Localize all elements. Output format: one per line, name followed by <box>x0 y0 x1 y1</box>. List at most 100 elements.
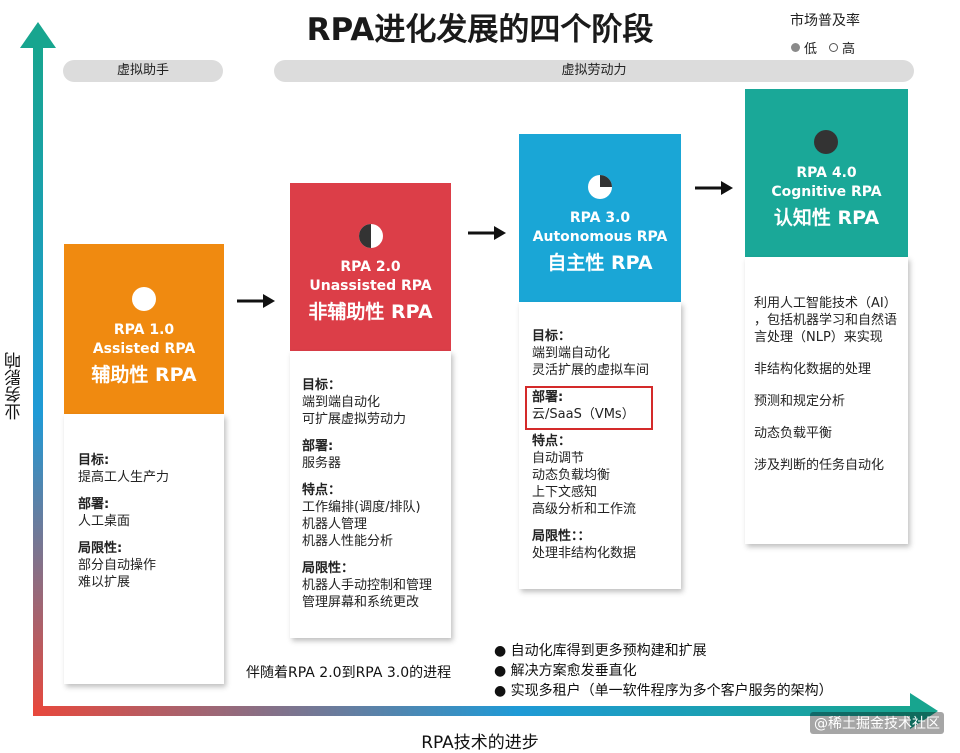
limit-section: 局限性： 机器人手动控制和管理 管理屏幕和系统更改 <box>302 560 441 611</box>
section-heading: 部署: <box>532 390 564 405</box>
x-axis-label: RPA技术的进步 <box>421 733 539 753</box>
legend-title: 市场普及率 <box>790 13 860 29</box>
stage-body: 利用人工智能技术（AI） ，包括机器学习和自然语 言处理（NLP）来实现 非结构… <box>745 257 908 544</box>
section-line: 云/SaaS（VMs） <box>532 407 635 422</box>
stage-en-name: Assisted RPA <box>92 341 196 357</box>
legend-low-dot <box>791 43 800 52</box>
section-line: 上下文感知 <box>532 485 598 500</box>
stage-cn-name: 非辅助性 RPA <box>308 301 433 323</box>
stage-version: RPA 2.0 <box>340 259 401 275</box>
section-heading: 目标： <box>302 378 342 393</box>
stage-version: RPA 1.0 <box>113 322 175 338</box>
limit-section: 局限性：： 处理非结构化数据 <box>532 528 671 562</box>
section-line: 预测和规定分析 <box>754 394 846 409</box>
section-line: 自动调节 <box>532 451 585 466</box>
goal-section: 目标： 端到端自动化 可扩展虚拟劳动力 <box>302 377 441 428</box>
legend: 低 高 <box>791 38 855 57</box>
section-heading: 目标： <box>532 329 572 344</box>
section-line: 工作编排(调度/排队) <box>302 500 421 515</box>
y-axis-arrowhead <box>20 22 56 48</box>
y-axis-label: 业务影响 <box>5 352 25 420</box>
section-line: 高级分析和工作流 <box>532 502 637 517</box>
section-line: 提高工人生产力 <box>78 470 170 485</box>
section-line: 难以扩展 <box>78 575 131 590</box>
section-line: 处理非结构化数据 <box>532 546 637 561</box>
section-line: 非结构化数据的处理 <box>754 362 872 377</box>
adoption-pie-icon <box>359 224 383 248</box>
deploy-section: 部署: 云/SaaS（VMs） <box>532 389 671 423</box>
feature-section: 特点： 自动调节 动态负载均衡 上下文感知 高级分析和工作流 <box>532 433 671 518</box>
section-line: 涉及判断的任务自动化 <box>754 458 885 473</box>
bullet-list: ● 自动化库得到更多预构建和扩展 ● 解决方案愈发垂直化 ● 实现多租户（单一软… <box>494 641 833 701</box>
section-heading: 目标: <box>78 453 110 468</box>
section-heading: 局限性： <box>302 561 355 576</box>
stage-en-name: Autonomous RPA <box>532 229 668 245</box>
adoption-pie-icon <box>132 287 156 311</box>
section-line: 灵活扩展的虚拟车间 <box>532 363 650 378</box>
section-line: 动态负载均衡 <box>532 468 611 483</box>
stage-en-name: Cognitive RPA <box>771 184 882 200</box>
section-line: 人工桌面 <box>78 514 131 529</box>
section-line: 可扩展虚拟劳动力 <box>302 412 407 427</box>
bullet-item: ● 实现多租户（单一软件程序为多个客户服务的架构） <box>494 683 833 699</box>
section-heading: 部署: <box>78 497 110 512</box>
stage-header: RPA 1.0 Assisted RPA 辅助性 RPA <box>64 244 224 414</box>
progress-note: 伴随着RPA 2.0到RPA 3.0的进程 <box>246 665 452 681</box>
stage-card-3: RPA 3.0 Autonomous RPA 自主性 RPA 目标： 端到端自动… <box>519 134 681 589</box>
stage-body: 目标: 提高工人生产力 部署: 人工桌面 局限性: 部分自动操作 难以扩展 <box>64 414 224 684</box>
section-line: 部分自动操作 <box>78 558 157 573</box>
section-heading: 特点： <box>532 434 572 449</box>
stage-en-name: Unassisted RPA <box>309 278 432 294</box>
right-arrow-icon <box>237 294 275 308</box>
legend-high-label: 高 <box>842 42 856 57</box>
band-virtual-workforce: 虚拟劳动力 <box>274 60 914 82</box>
section-line: 动态负载平衡 <box>754 426 833 441</box>
stage-header: RPA 3.0 Autonomous RPA 自主性 RPA <box>519 134 681 302</box>
stage-cn-name: 自主性 RPA <box>547 252 653 274</box>
x-axis-line <box>33 706 913 716</box>
bullet-text: 自动化库得到更多预构建和扩展 <box>510 643 707 659</box>
right-arrow-icon <box>468 226 506 240</box>
stage-header: RPA 2.0 Unassisted RPA 非辅助性 RPA <box>290 183 451 351</box>
adoption-pie-icon <box>814 130 838 154</box>
bullet-item: ● 自动化库得到更多预构建和扩展 <box>494 643 707 659</box>
stage-cn-name: 辅助性 RPA <box>91 364 197 386</box>
stage-version: RPA 4.0 <box>796 165 857 181</box>
section-line: 机器人管理 <box>302 517 368 532</box>
right-arrow-icon <box>695 181 733 195</box>
stage-card-1: RPA 1.0 Assisted RPA 辅助性 RPA 目标: 提高工人生产力… <box>64 244 224 684</box>
section-line: 端到端自动化 <box>532 346 611 361</box>
goal-section: 目标： 端到端自动化 灵活扩展的虚拟车间 <box>532 328 671 379</box>
y-axis-line <box>33 46 43 714</box>
stage-cn-name: 认知性 RPA <box>773 207 880 229</box>
section-heading: 局限性：： <box>532 529 591 544</box>
deploy-section: 部署: 服务器 <box>302 438 441 472</box>
section-line: 机器人手动控制和管理 <box>302 578 433 593</box>
band-virtual-assistant: 虚拟助手 <box>63 60 223 82</box>
stage-card-2: RPA 2.0 Unassisted RPA 非辅助性 RPA 目标： 端到端自… <box>290 183 451 638</box>
stage-header: RPA 4.0 Cognitive RPA 认知性 RPA <box>745 89 908 257</box>
section-heading: 部署: <box>302 439 334 454</box>
stage-version: RPA 3.0 <box>569 210 631 226</box>
limit-section: 局限性: 部分自动操作 难以扩展 <box>78 540 212 591</box>
stage-body: 目标： 端到端自动化 灵活扩展的虚拟车间 部署: 云/SaaS（VMs） 特点：… <box>519 302 681 589</box>
section-line: ，包括机器学习和自然语 <box>754 313 898 328</box>
deploy-section: 部署: 人工桌面 <box>78 496 212 530</box>
section-line: 利用人工智能技术（AI） <box>754 296 897 311</box>
section-line: 言处理（NLP）来实现 <box>754 330 883 345</box>
page-title: RPA进化发展的四个阶段 <box>306 12 654 48</box>
watermark: @稀土掘金技术社区 <box>810 712 944 734</box>
x-axis-arrowhead <box>910 693 938 729</box>
bullet-text: 解决方案愈发垂直化 <box>510 663 637 679</box>
legend-low-label: 低 <box>804 42 818 57</box>
legend-high-dot <box>829 43 839 52</box>
section-line: 机器人性能分析 <box>302 534 394 549</box>
section-line: 管理屏幕和系统更改 <box>302 595 420 610</box>
section-heading: 特点： <box>302 483 342 498</box>
stage-card-4: RPA 4.0 Cognitive RPA 认知性 RPA 利用人工智能技术（A… <box>745 89 908 544</box>
section-heading: 局限性: <box>78 541 123 556</box>
adoption-pie-icon <box>588 175 612 199</box>
feature-section: 特点： 工作编排(调度/排队) 机器人管理 机器人性能分析 <box>302 482 441 550</box>
section-line: 端到端自动化 <box>302 395 381 410</box>
